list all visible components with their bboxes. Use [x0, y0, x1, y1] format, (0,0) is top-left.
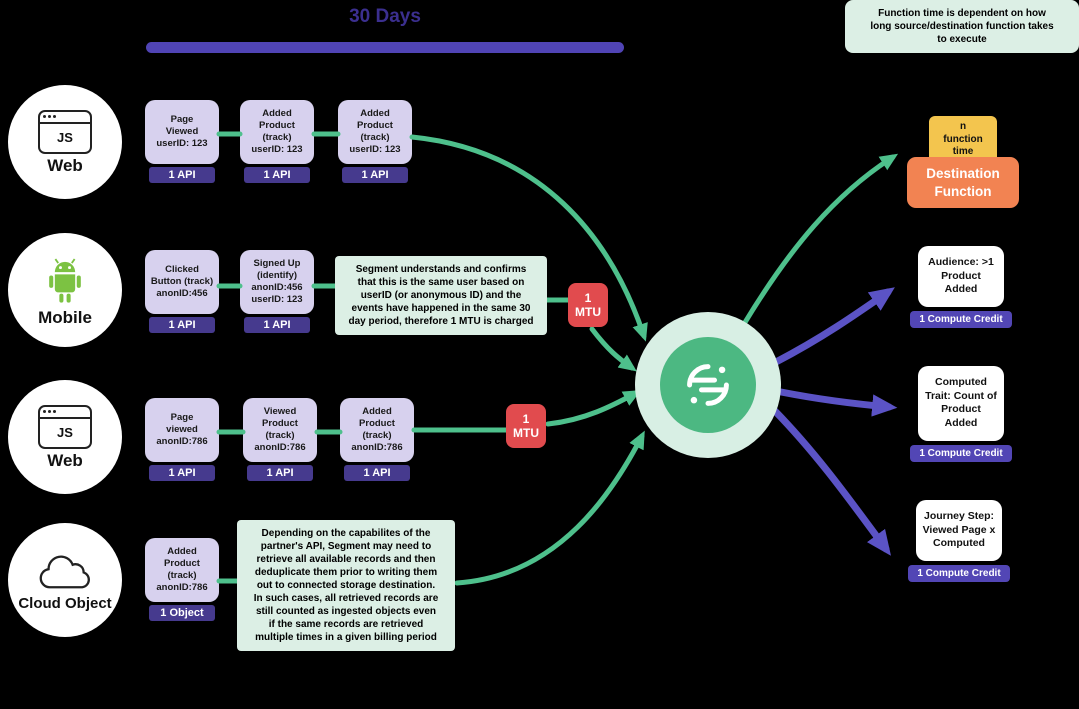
arrow-row3-to-segment [545, 390, 642, 427]
arrow-segment-to-journey-step [770, 406, 891, 556]
event-card: Page viewed anonID:786 [145, 398, 219, 462]
output-computed-trait: Computed Trait: Count of Product Added 1… [905, 366, 1017, 462]
js-label: JS [57, 425, 73, 441]
event-card: Viewed Product (track) anonID:786 [243, 398, 317, 462]
output-card: Computed Trait: Count of Product Added [918, 366, 1004, 441]
arrow-segment-to-computed-trait [777, 388, 898, 417]
object-billing-note: Depending on the capabilites of the part… [237, 520, 455, 651]
android-icon [49, 258, 81, 303]
browser-js-icon: JS [38, 109, 92, 154]
event-card: Clicked Button (track) anonID:456 [145, 250, 219, 314]
output-card: Audience: >1 Product Added [918, 246, 1004, 307]
segment-logo-circle [660, 337, 756, 433]
source-mobile: Mobile [8, 233, 122, 347]
mtu-badge-1: 1 MTU [568, 283, 608, 327]
arrow-row1-to-segment [409, 134, 648, 342]
arrow-segment-to-destination-function [741, 153, 899, 327]
cloud-icon [39, 555, 90, 589]
event-card: Added Product (track) userID: 123 [338, 100, 412, 164]
object-badge: 1 Object [149, 605, 215, 621]
source-label: Web [47, 155, 83, 175]
output-audience: Audience: >1 Product Added 1 Compute Cre… [905, 246, 1017, 328]
api-call-badge: 1 API [244, 317, 310, 333]
api-call-badge: 1 API [149, 167, 215, 183]
mtu-explainer-note: Segment understands and confirms that th… [335, 256, 547, 335]
output-journey-step: Journey Step: Viewed Page x Computed 1 C… [903, 500, 1015, 582]
event-card: Added Product (track) anonID:786 [340, 398, 414, 462]
browser-js-icon: JS [38, 404, 92, 449]
timeline-bar [146, 42, 624, 53]
browser-titlebar [40, 407, 90, 419]
source-label: Cloud Object [18, 594, 112, 612]
source-cloud-object: Cloud Object [8, 523, 122, 637]
event-card-group: Page Viewed userID: 123 1 API [145, 100, 219, 183]
segment-hub [635, 312, 781, 458]
compute-credit-badge: 1 Compute Credit [910, 310, 1012, 328]
event-card-group: Added Product (track) userID: 123 1 API [338, 100, 412, 183]
source-web-1: JS Web [8, 85, 122, 199]
api-call-badge: 1 API [342, 167, 408, 183]
api-call-badge: 1 API [149, 465, 215, 481]
event-card-group: Clicked Button (track) anonID:456 1 API [145, 250, 219, 333]
destination-function-box: Destination Function [907, 157, 1019, 209]
output-card: Journey Step: Viewed Page x Computed [916, 500, 1002, 561]
event-card: Page Viewed userID: 123 [145, 100, 219, 164]
api-call-badge: 1 API [247, 465, 313, 481]
event-card: Signed Up (identify) anonID:456 userID: … [240, 250, 314, 314]
source-label: Mobile [38, 307, 92, 327]
browser-titlebar [40, 112, 90, 124]
arrow-row2-to-segment [589, 326, 637, 372]
event-card-group: Added Product (track) userID: 123 1 API [240, 100, 314, 183]
timeline-title: 30 Days [349, 6, 421, 27]
function-time-badge: n function time [929, 116, 997, 164]
mtu-badge-2: 1 MTU [506, 404, 546, 448]
compute-credit-badge: 1 Compute Credit [908, 564, 1010, 582]
event-card-group: Signed Up (identify) anonID:456 userID: … [240, 250, 314, 333]
segment-logo-icon [687, 364, 729, 406]
arrow-segment-to-audience [772, 287, 895, 366]
api-call-badge: 1 API [149, 317, 215, 333]
api-call-badge: 1 API [244, 167, 310, 183]
arrow-row4-to-segment [454, 430, 645, 586]
compute-credit-badge: 1 Compute Credit [910, 444, 1012, 462]
event-card-group: Added Product (track) anonID:786 1 API [340, 398, 414, 481]
js-label: JS [57, 130, 73, 146]
event-card-group: Added Product (track) anonID:786 1 Objec… [145, 538, 219, 621]
event-card: Added Product (track) anonID:786 [145, 538, 219, 602]
event-card: Added Product (track) userID: 123 [240, 100, 314, 164]
event-card-group: Viewed Product (track) anonID:786 1 API [243, 398, 317, 481]
source-web-2: JS Web [8, 380, 122, 494]
api-call-badge: 1 API [344, 465, 410, 481]
function-time-note: Function time is dependent on how long s… [845, 0, 1079, 53]
source-label: Web [47, 450, 83, 470]
event-card-group: Page viewed anonID:786 1 API [145, 398, 219, 481]
